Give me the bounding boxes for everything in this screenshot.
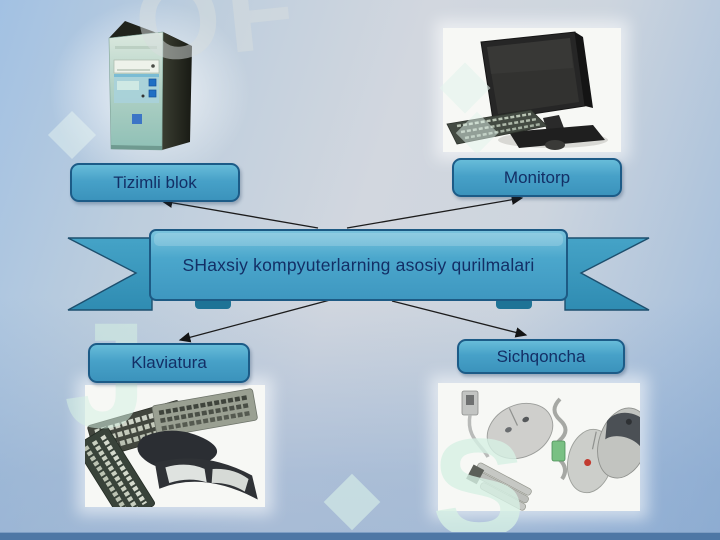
title-ribbon (67, 229, 650, 311)
label-system-unit: Tizimli blok (70, 163, 240, 202)
cable-bundle (466, 462, 532, 511)
arrow-to-monitor (346, 194, 524, 229)
small-mouse (545, 140, 565, 150)
computer-tower-image (80, 10, 220, 160)
ps2-connector (551, 440, 566, 462)
ribbon-tail-left (67, 237, 153, 311)
label-mouse: Sichqoncha (457, 339, 625, 374)
tower-side (162, 32, 192, 150)
slide-title: SHaxsiy kompyuterlarning asosiy qurilmal… (182, 254, 535, 275)
label-keyboard: Klaviatura (88, 343, 250, 383)
label-system-unit-text: Tizimli blok (113, 172, 197, 192)
tower-logo (132, 114, 142, 124)
tower-vent (115, 46, 157, 49)
ribbon-tail-right (564, 237, 650, 311)
monitor-image (443, 28, 621, 152)
coiled-cable (552, 397, 568, 481)
ribbon-plate (149, 229, 568, 301)
keyboards-image (85, 385, 265, 507)
mouse-cable-1 (467, 414, 490, 458)
label-monitor-text: Monitorp (503, 167, 571, 187)
watermark-chip (323, 473, 381, 531)
bottom-bar (0, 532, 720, 540)
label-mouse-text: Sichqoncha (496, 346, 586, 366)
label-monitor: Monitorp (452, 158, 622, 197)
arrow-to-system-unit (160, 197, 319, 229)
monitor-base (509, 125, 605, 148)
label-keyboard-text: Klaviatura (131, 353, 207, 372)
power-button (148, 78, 157, 87)
mice-image (438, 383, 640, 511)
mouse-1 (486, 402, 554, 460)
tower-top (109, 21, 192, 46)
reset-button (148, 89, 157, 98)
